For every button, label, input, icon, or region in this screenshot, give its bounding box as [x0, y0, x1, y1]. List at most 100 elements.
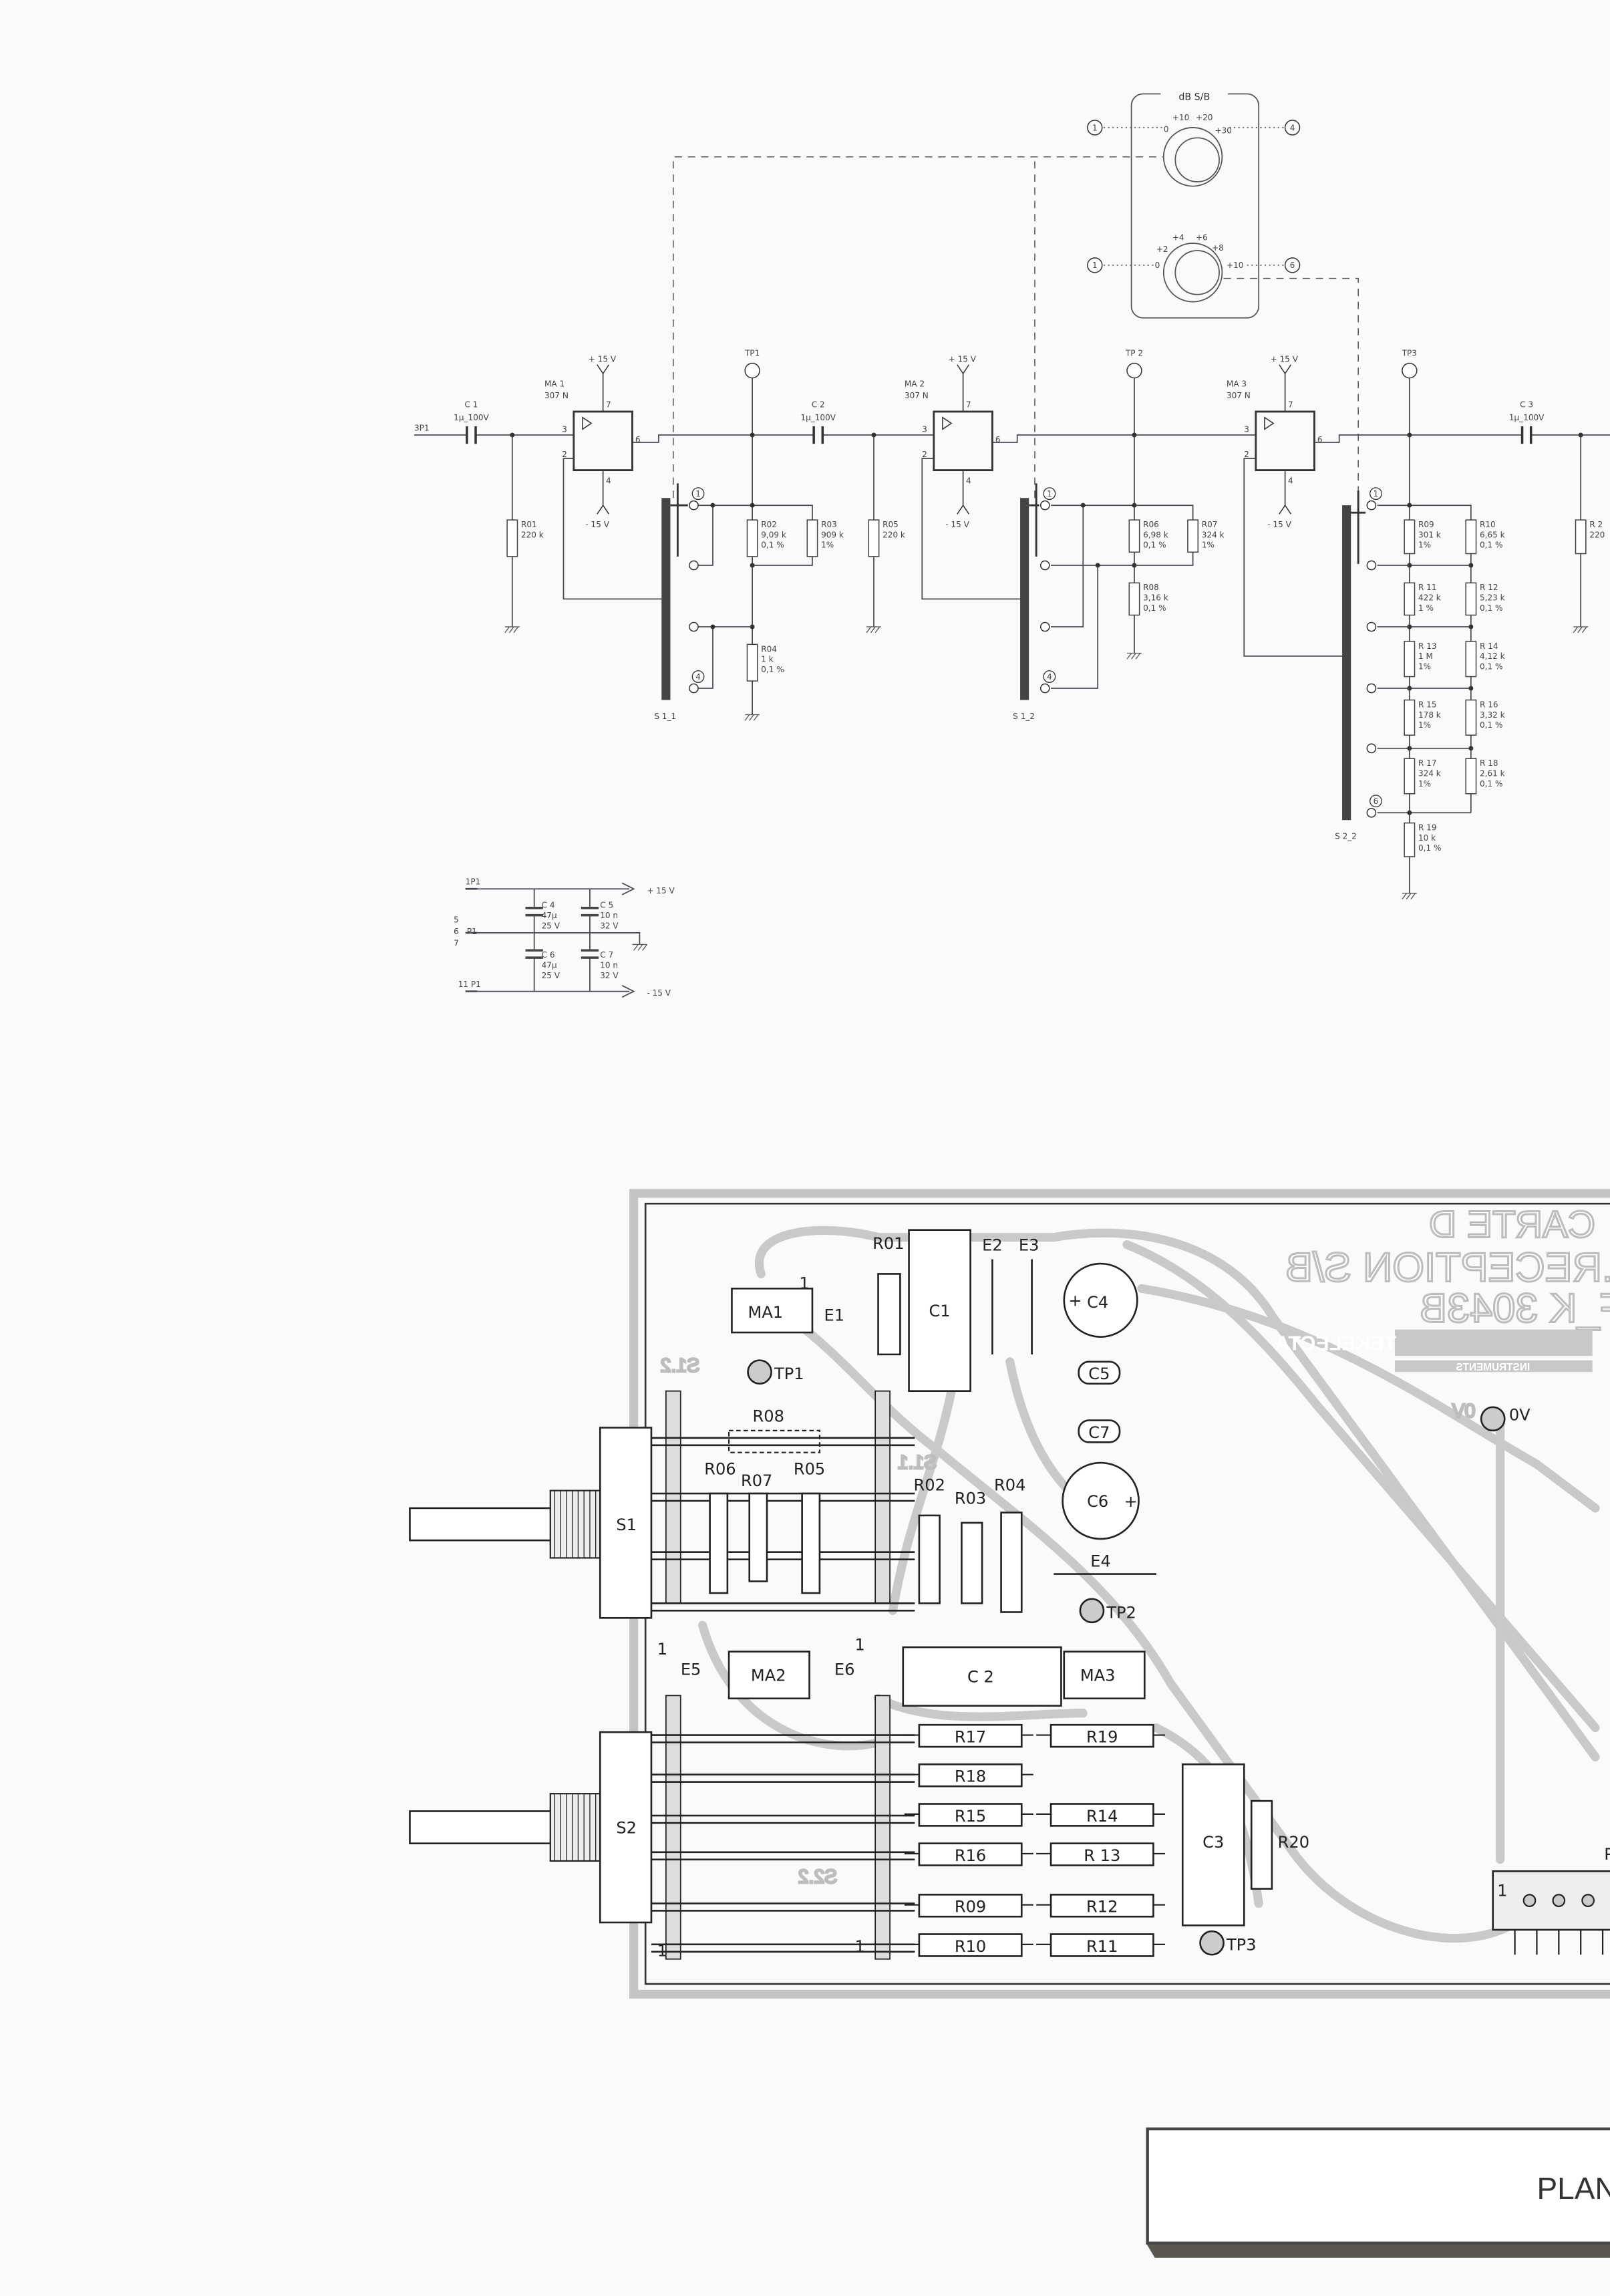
capacitor-c6 — [1062, 1461, 1140, 1540]
pin-label: 2 — [922, 450, 927, 459]
switch-contact — [689, 560, 699, 571]
test-point-label: TP3 — [1402, 349, 1417, 358]
junction-dot — [1407, 432, 1412, 438]
pcb-title: CARTE D I.RECEPTION S/B F_K 3043B TEKELE… — [1275, 1202, 1610, 1432]
junction-dot — [1407, 810, 1412, 815]
switch-shaft[interactable] — [409, 1810, 557, 1844]
lower-knob[interactable] — [1162, 243, 1223, 303]
capacitor-value: 1µ_100V — [800, 413, 836, 422]
junction-dot — [1468, 746, 1474, 751]
switch-tie-rod — [651, 1851, 915, 1861]
capacitor-c2 — [902, 1646, 1062, 1707]
capacitor-c7-label: C7 — [1088, 1423, 1110, 1442]
test-point[interactable] — [1402, 362, 1418, 379]
resistor-tolerance: 1 % — [1418, 603, 1434, 613]
c4-voltage: 25 V — [542, 921, 560, 930]
junction-dot — [1132, 563, 1137, 568]
junction-dot — [1468, 624, 1474, 629]
ground-icon — [1402, 893, 1417, 899]
resistor-symbol — [1465, 582, 1477, 616]
resistor-value: 6,98 k — [1143, 530, 1168, 539]
resistor-r14 — [1050, 1803, 1154, 1827]
resistor-r10-label: R10 — [955, 1937, 986, 1956]
switch-contact — [1366, 743, 1377, 754]
resistor-symbol — [746, 643, 758, 682]
resistor-ref: R02 — [761, 520, 777, 529]
gnd-pin-label: 7 — [454, 939, 459, 948]
test-point[interactable] — [744, 362, 760, 379]
resistor-r08 — [728, 1429, 821, 1453]
ground-test-point[interactable] — [1480, 1406, 1506, 1432]
opamp-2 — [933, 410, 993, 472]
c5-voltage: 32 V — [600, 921, 619, 930]
capacitor-symbol — [812, 426, 824, 444]
mirrored-switch-label: S2.2 — [798, 1866, 838, 1888]
ic-ma1 — [731, 1288, 814, 1334]
pcb-test-point[interactable] — [747, 1359, 772, 1385]
supply-neg-label: - 15 V — [585, 520, 609, 529]
resistor-r12 — [1050, 1894, 1154, 1918]
resistor-value: 909 k — [821, 530, 844, 539]
supply-pos-label: + 15 V — [949, 354, 977, 364]
resistor-symbol — [806, 519, 818, 557]
resistor-r16 — [918, 1842, 1023, 1866]
test-point[interactable] — [1126, 362, 1142, 379]
resistor-value: 324 k — [1202, 530, 1225, 539]
resistor-r07 — [748, 1492, 768, 1582]
switch-label: S 2_2 — [1335, 832, 1357, 841]
switch-tie-rod — [651, 1902, 915, 1912]
rotary-switch-s1-label: S1 — [616, 1516, 637, 1534]
resistor-symbol — [1404, 758, 1416, 795]
capacitor-c1 — [908, 1229, 971, 1393]
resistor-value: 422 k — [1418, 593, 1441, 603]
pin-label: 6 — [1317, 435, 1323, 444]
opamp-part: 307 N — [905, 391, 929, 400]
pcb-test-point[interactable] — [1199, 1930, 1225, 1956]
junction-dot — [1095, 563, 1100, 568]
resistor-r10 — [918, 1933, 1023, 1957]
rotary-switch-wafer[interactable] — [661, 498, 671, 700]
resistor-r17 — [918, 1723, 1023, 1748]
contact-marker-label: 4 — [695, 672, 701, 682]
lower-scale-4: +4 — [1172, 233, 1184, 243]
dial-terminal: 1 — [1087, 257, 1103, 273]
resistor-r16-label: R16 — [955, 1846, 986, 1865]
dial-terminal: 6 — [1284, 257, 1301, 273]
opamp-part: 307 N — [544, 391, 569, 400]
switch-contact — [1366, 560, 1377, 571]
resistor-value: 1 k — [761, 655, 773, 664]
capacitor-c3 — [1181, 1763, 1245, 1926]
resistor-value: 10 k — [1418, 833, 1436, 843]
pcb-test-point[interactable] — [1079, 1598, 1105, 1624]
resistor-ref: R05 — [882, 520, 899, 529]
capacitor-symbol — [466, 426, 477, 444]
rotary-switch-wafer[interactable] — [1342, 505, 1351, 821]
pcb-layout: CARTE D I.RECEPTION S/B F_K 3043B TEKELE… — [409, 1189, 1610, 1999]
title-block-text: PLAN — [1537, 2171, 1610, 2206]
resistor-ref: R06 — [1143, 520, 1159, 529]
resistor-ref: R 2 — [1589, 520, 1603, 529]
resistor-r01 — [877, 1273, 901, 1356]
resistor-symbol — [746, 519, 758, 557]
resistor-r12-label: R12 — [1086, 1898, 1118, 1916]
capacitor-c5-label: C5 — [1088, 1365, 1110, 1383]
svg-text:1: 1 — [1092, 261, 1098, 270]
capacitor-c1-label: C1 — [929, 1302, 950, 1320]
c5-value: 10 n — [600, 911, 618, 920]
ic-ma1-label: MA1 — [748, 1303, 784, 1322]
resistor-value: 324 k — [1418, 769, 1441, 778]
resistor-r09 — [918, 1894, 1023, 1918]
rotary-switch-wafer[interactable] — [1020, 498, 1029, 700]
ground-icon — [504, 626, 520, 633]
switch-shaft[interactable] — [409, 1507, 557, 1542]
r07-label: R07 — [741, 1471, 772, 1490]
upper-knob[interactable] — [1162, 127, 1223, 187]
dial-terminal: 1 — [1087, 120, 1103, 136]
junction-dot — [1468, 686, 1474, 691]
pcb-title-line: CARTE D — [1429, 1203, 1595, 1246]
pin-label: 3 — [1244, 425, 1249, 434]
ground-label-mirror: 0V — [1452, 1401, 1476, 1422]
upper-scale-10: +10 — [1172, 113, 1189, 122]
r20-label: R20 — [1278, 1833, 1309, 1852]
